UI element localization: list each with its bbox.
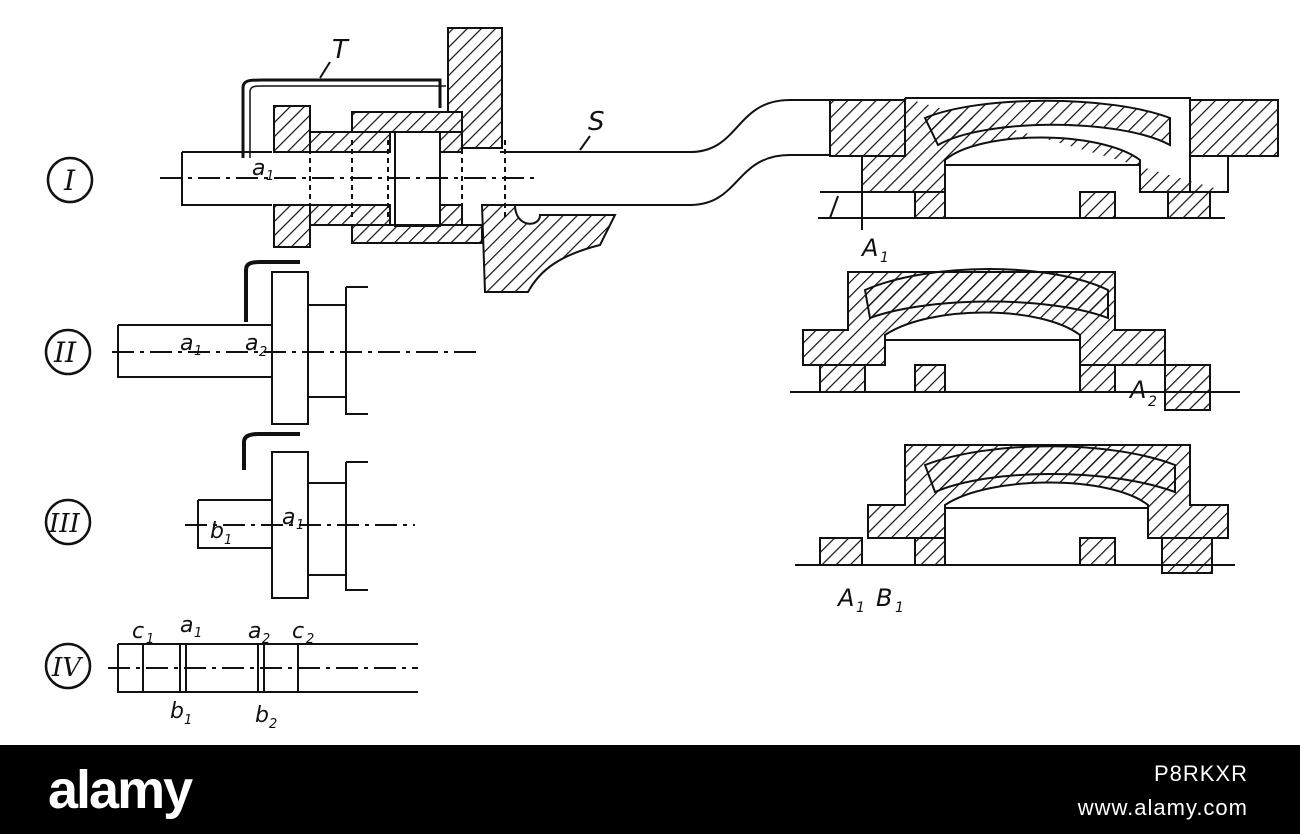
section-bottom <box>795 444 1235 574</box>
label-a-top: A <box>860 234 878 262</box>
label-b-bot-sub: 1 <box>895 600 904 616</box>
label-b1-fig3: b <box>210 519 224 544</box>
frame-lower <box>480 204 617 293</box>
frame-upper <box>447 27 503 149</box>
label-a1-fig2: a <box>180 331 193 356</box>
bush-right-upper <box>439 131 463 153</box>
tool-3 <box>242 432 300 470</box>
label-a-mid-sub: 2 <box>1148 394 1157 410</box>
label-c2: c <box>292 619 304 644</box>
collar-left-lower <box>273 204 311 248</box>
circle-1 <box>46 156 94 204</box>
housing-lower <box>351 224 483 244</box>
figure-3 <box>185 432 415 599</box>
collar-2 <box>271 271 309 425</box>
label-a1-fig3-sub: 1 <box>296 518 304 533</box>
section-top <box>818 97 1279 230</box>
roman-label-3: III <box>48 509 81 539</box>
label-b-bot: B <box>876 584 892 612</box>
section-middle <box>790 268 1240 411</box>
label-b2-fig4: b <box>255 703 269 728</box>
label-a1-fig3: a <box>282 505 295 530</box>
roman-circles <box>44 156 94 690</box>
label-a-top-sub: 1 <box>880 250 889 266</box>
shaft-4 <box>117 643 418 693</box>
bush <box>394 131 441 227</box>
label-c1: c <box>132 619 144 644</box>
label-a2-fig4: a <box>248 619 261 644</box>
label-a2-fig2: a <box>245 331 258 356</box>
nut-upper <box>309 131 391 153</box>
roman-label-4: IV <box>51 653 83 683</box>
label-a1-fig4: a <box>180 613 193 638</box>
shaft-s <box>181 99 830 206</box>
roman-label-1: I <box>63 164 76 197</box>
housing-upper <box>351 111 463 133</box>
nut-lower <box>309 204 391 226</box>
label-t: T <box>332 35 350 65</box>
label-a1-fig1-sub: 1 <box>266 169 274 184</box>
figure-2 <box>112 260 480 425</box>
nut-3 <box>307 482 347 576</box>
label-c1-sub: 1 <box>146 632 154 647</box>
label-s: S <box>588 107 605 137</box>
image-id: P8RKXR <box>1153 761 1248 786</box>
circle-3 <box>44 498 92 546</box>
watermark-footer: alamy P8RKXR www.alamy.com <box>0 745 1300 834</box>
label-a1-fig1: a <box>252 156 265 181</box>
label-a2-fig4-sub: 2 <box>262 632 270 647</box>
tool-t <box>241 78 442 158</box>
label-b1-fig3-sub: 1 <box>224 533 232 548</box>
technical-diagram: I II III IV T S a 1 a 1 a 2 b 1 a 1 c 1 … <box>44 27 1279 732</box>
label-c2-sub: 2 <box>306 632 314 647</box>
alamy-logo: alamy <box>48 760 193 820</box>
label-a-mid: A <box>1128 376 1146 404</box>
circle-2 <box>44 328 92 376</box>
circle-4 <box>44 642 92 690</box>
label-a2-fig2-sub: 2 <box>259 345 267 360</box>
roman-label-2: II <box>53 336 77 369</box>
label-a-bot: A <box>836 584 854 612</box>
label-b1-fig4-sub: 1 <box>184 713 192 728</box>
label-a-bot-sub: 1 <box>856 600 865 616</box>
label-a1-fig4-sub: 1 <box>194 626 202 641</box>
label-b1-fig4: b <box>170 699 184 724</box>
site-url: www.alamy.com <box>1077 795 1248 820</box>
label-a1-fig2-sub: 1 <box>194 344 202 359</box>
bush-right-lower <box>439 204 463 226</box>
collar-left-upper <box>273 105 311 153</box>
figure-4 <box>108 643 418 693</box>
tool-2 <box>244 260 300 322</box>
figure-1-shaft-assembly <box>160 27 830 293</box>
shaft-2 <box>117 324 272 378</box>
label-b2-fig4-sub: 2 <box>269 717 277 732</box>
shaft-3 <box>197 499 272 549</box>
